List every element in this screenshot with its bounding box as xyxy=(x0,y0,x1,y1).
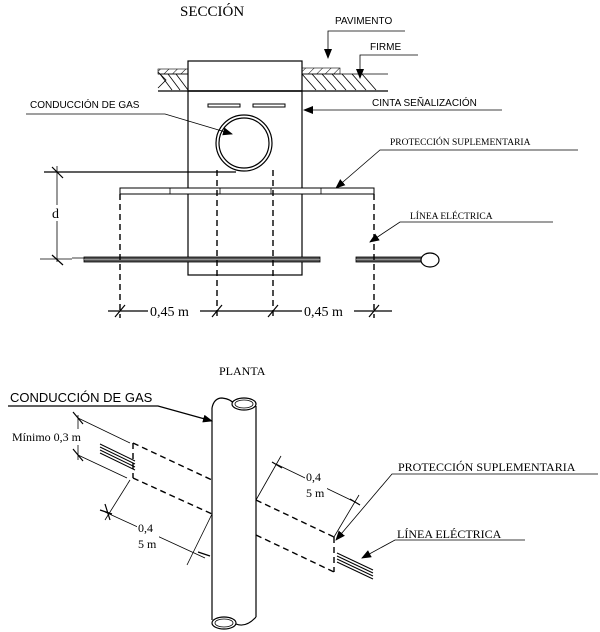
left-firm-hatch xyxy=(159,73,189,91)
plan-gas-pipe-label: CONDUCCIÓN DE GAS xyxy=(10,390,153,405)
power-line-callout: LÍNEA ELÉCTRICA xyxy=(369,210,553,243)
depth-label: d xyxy=(52,207,59,222)
left-offset-label: 0,45 m xyxy=(150,305,189,320)
plan-right-dim-line2: 5 m xyxy=(306,486,325,500)
gas-pipe-outer xyxy=(215,114,273,172)
depth-dimension: d xyxy=(50,166,64,266)
plan-view: PLANTA CONDUCCIÓN DE GAS xyxy=(8,364,598,630)
plan-right-dimension: 0,4 5 m xyxy=(255,455,361,538)
warning-tape-segment xyxy=(207,103,241,108)
gas-pipe-plan xyxy=(211,397,257,630)
right-pavement-hatch xyxy=(301,67,341,75)
power-line-plan-left xyxy=(99,443,136,471)
plan-title: PLANTA xyxy=(219,364,266,378)
plan-power-line-callout: LÍNEA ELÉCTRICA xyxy=(361,527,525,559)
power-line-label: LÍNEA ELÉCTRICA xyxy=(410,210,493,222)
trench xyxy=(187,60,303,276)
firme-label: FIRME xyxy=(370,42,401,53)
power-line-end-icon xyxy=(420,252,440,268)
plan-left-dim-line1: 0,4 xyxy=(138,521,153,535)
protection-plate xyxy=(119,187,375,195)
plan-gas-pipe-callout: CONDUCCIÓN DE GAS xyxy=(8,390,213,423)
power-line-plan-right xyxy=(336,552,374,580)
gas-pipe-callout: CONDUCCIÓN DE GAS xyxy=(26,98,233,136)
minimum-label: Mínimo 0,3 m xyxy=(12,430,82,444)
warning-tape-segment xyxy=(252,103,286,108)
warning-tape-label: CINTA SEÑALIZACIÓN xyxy=(372,96,477,109)
protection-callout: PROTECCIÓN SUPLEMENTARIA xyxy=(335,136,578,189)
minimum-dimension: Mínimo 0,3 m xyxy=(8,411,136,479)
ground-surface xyxy=(157,67,388,92)
gas-pipe-inner xyxy=(218,117,270,169)
pavimento-callout: PAVIMENTO xyxy=(324,16,405,59)
right-firm-hatch xyxy=(301,73,377,91)
plan-left-dimension: 0,4 5 m xyxy=(99,479,213,566)
plan-protection-label: PROTECCIÓN SUPLEMENTARIA xyxy=(398,460,576,474)
left-pavement-hatch xyxy=(157,68,189,75)
gas-pipe-label: CONDUCCIÓN DE GAS xyxy=(30,98,140,111)
protection-band-plan xyxy=(132,442,335,573)
protection-label: PROTECCIÓN SUPLEMENTARIA xyxy=(390,136,531,148)
firme-callout: FIRME xyxy=(356,42,418,79)
section-title: SECCIÓN xyxy=(180,3,244,20)
plan-protection-callout: PROTECCIÓN SUPLEMENTARIA xyxy=(335,460,598,541)
horizontal-dimension: 0,45 m 0,45 m xyxy=(108,302,392,320)
power-line-section xyxy=(40,252,440,268)
plan-left-dim-line2: 5 m xyxy=(138,537,157,551)
section-view: SECCIÓN xyxy=(26,3,578,320)
plan-right-dim-line1: 0,4 xyxy=(306,470,321,484)
plan-power-line-label: LÍNEA ELÉCTRICA xyxy=(397,527,502,541)
warning-tape-callout: CINTA SEÑALIZACIÓN xyxy=(303,96,502,114)
right-offset-label: 0,45 m xyxy=(304,305,343,320)
pavimento-label: PAVIMENTO xyxy=(335,16,392,27)
